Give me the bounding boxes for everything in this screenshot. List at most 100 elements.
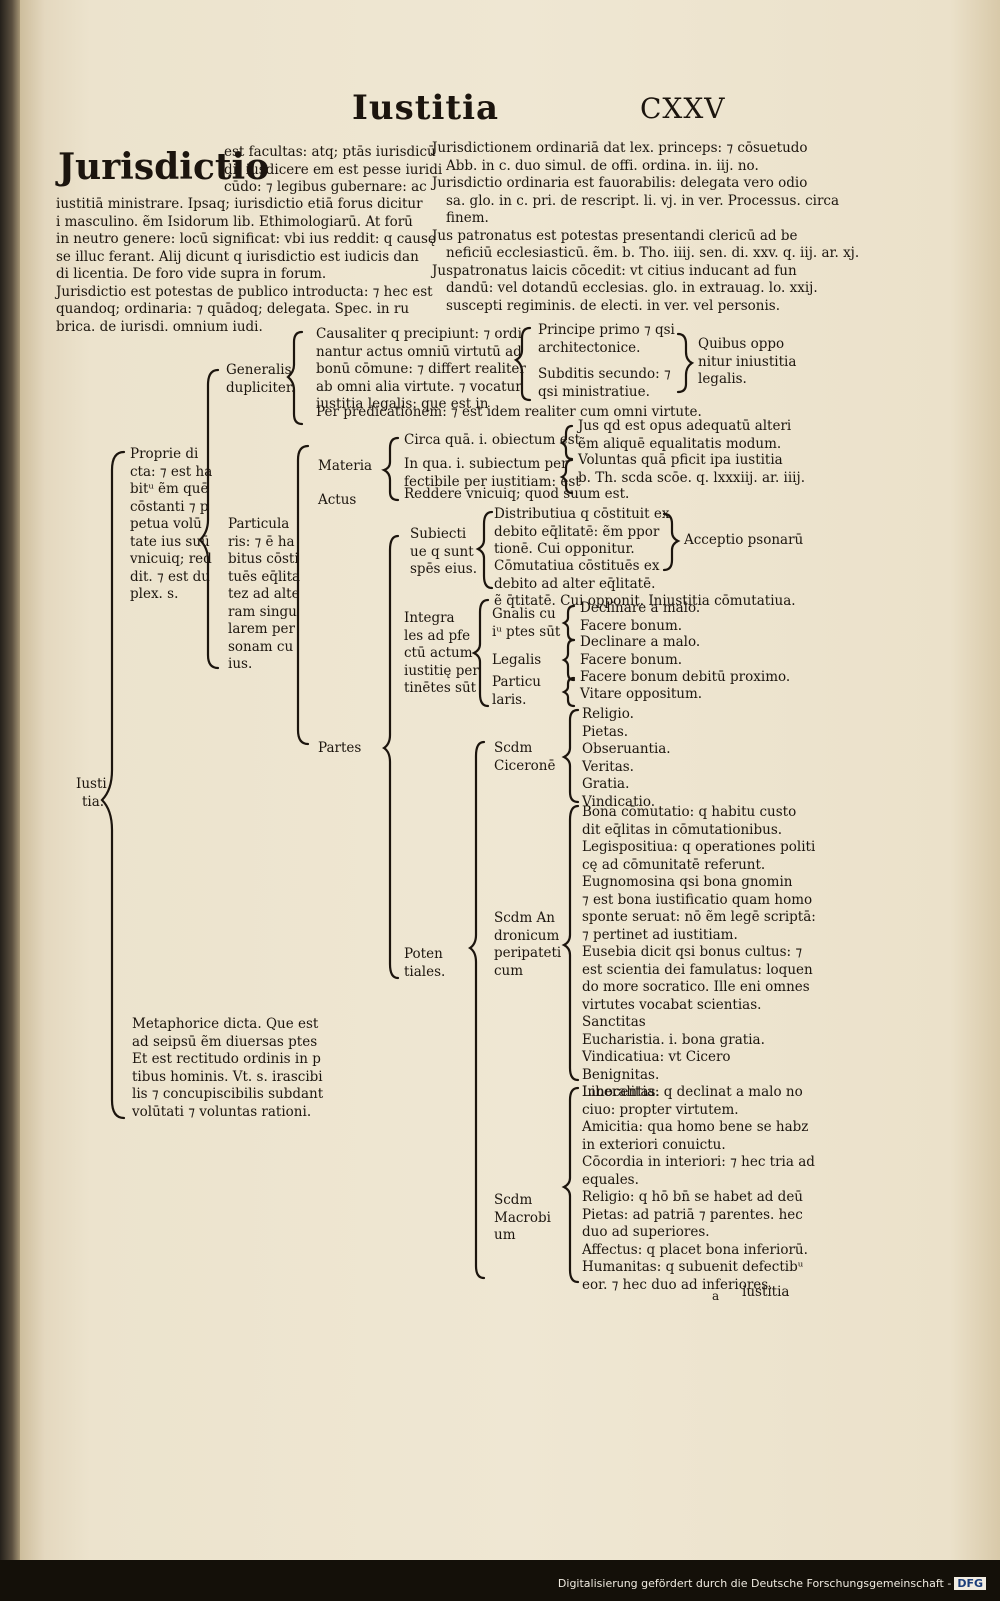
text-line: quandoq; ordinaria: ⁊ quādoq; delegata. … (56, 301, 410, 317)
node-causaliter: Causaliter q precipiunt: ⁊ ordi nantur a… (316, 326, 526, 414)
text-line: Generalis (226, 362, 292, 378)
list-item: eor. ⁊ hec duo ad inferiores. (582, 1276, 773, 1293)
text-line: iᵘ ptes sūt (492, 623, 561, 640)
node-macrobius-items: Innocentia: q declinat a malo no ciuo: p… (582, 1084, 815, 1294)
footer-credit: Digitalisierung gefördert durch die Deut… (558, 1577, 986, 1590)
list-item: Liberalitas. (582, 1084, 660, 1100)
text-line: finem. (446, 210, 489, 226)
list-item: Vitare oppositum. (580, 686, 703, 702)
node-actus: Actus (318, 492, 357, 508)
text-line: dronicum (494, 927, 560, 944)
text-line: Iusti (76, 776, 107, 792)
node-potentiales: Poten tiales. (404, 946, 445, 981)
list-item: Religio. (582, 706, 634, 722)
footer-bar (0, 1560, 1000, 1601)
text-line: b. Th. scda scōe. q. lxxxiij. ar. iiij. (578, 469, 805, 486)
list-item: virtutes vocabat scientias. (582, 996, 762, 1013)
node-generalis-cui: Gnalis cu iᵘ ptes sūt (492, 606, 560, 641)
list-item: Cōcordia in interiori: ⁊ hec tria ad (582, 1154, 815, 1170)
text-line: tez ad alte (228, 586, 300, 602)
text-line: cōstanti ⁊ p (130, 498, 209, 515)
dfg-logo: DFG (954, 1577, 986, 1590)
text-line: tibus hominis. Vt. s. irascibi (132, 1068, 323, 1085)
list-item: est scientia dei famulatus: loquen (582, 961, 813, 978)
text-line: debito ad alter eq̄litatē. (494, 575, 656, 592)
list-item: Veritas. (582, 758, 634, 775)
text-line: Jus qd est opus adequatū alteri (578, 418, 792, 434)
list-item: Amicitia: qua homo bene se habz (582, 1119, 809, 1135)
node-per-predicationem: Per predicationem: ⁊ est idem realiter c… (316, 404, 702, 420)
list-item: sponte seruat: nō ẽm legē scriptā: (582, 909, 816, 925)
text-line: spēs eius. (410, 561, 477, 577)
text-line: cta: ⁊ est ha (130, 463, 213, 480)
text-line: Et est rectitudo ordinis in p (132, 1051, 321, 1067)
text-line: Quibus oppo (698, 336, 785, 352)
text-line: Ciceronē (494, 757, 556, 774)
text-line: bitus cōsti (228, 551, 299, 567)
text-line: est facultas: atq; ptās iurisdicū (224, 144, 436, 160)
text-line: Distributiua q cōstituit ex (494, 506, 670, 522)
text-line: ad seipsū ẽm diuersas ptes (132, 1033, 318, 1050)
text-line: Juspatronatus laicis cōcedit: vt citius … (432, 262, 797, 279)
text-line: tinētes sūt (404, 680, 477, 696)
text-line: Integra (404, 610, 455, 626)
book-page (20, 0, 1000, 1560)
node-metaphorice: Metaphorice dicta. Que est ad seipsū ẽm … (132, 1016, 323, 1121)
text-line: bonū cōmune: ⁊ differt realiter (316, 361, 526, 377)
node-acceptio: Acceptio psonarū (684, 532, 804, 548)
node-quibus: Quibus oppo nitur iniustitia legalis. (698, 336, 796, 389)
text-line: tionē. Cui opponitur. (494, 541, 635, 557)
folio-number: CXXV (640, 92, 726, 125)
node-distributiua: Distributiua q cōstituit ex debito eq̄li… (494, 506, 669, 559)
text-line: cūdo: ⁊ legibus gubernare: ac (224, 179, 427, 195)
list-item: Gratia. (582, 776, 630, 792)
text-line: um (494, 1227, 516, 1243)
node-particularis: Particula ris: ⁊ ē ha bitus cōsti tuēs e… (228, 516, 300, 674)
text-line: Macrobi (494, 1209, 551, 1226)
text-line: dupliciter. (226, 379, 296, 396)
text-line: tia. (82, 793, 105, 810)
list-item: Eugnomosina qsi bona gnomin (582, 874, 793, 890)
text-line: Scdm (494, 1192, 533, 1208)
text-line: Metaphorice dicta. Que est (132, 1016, 319, 1032)
node-proprie: Proprie di cta: ⁊ est ha bitᵘ ẽm quē cōs… (130, 446, 212, 604)
list-item: Pietas. (582, 723, 629, 740)
text-line: Jurisdictionem ordinariā dat lex. prince… (432, 140, 808, 156)
text-line: ue q sunt (410, 543, 474, 560)
text-line: legalis. (698, 371, 747, 387)
node-scdm-andronicum: Scdm An dronicum peripateti cum (494, 910, 561, 980)
list-item: Vindicatiua: vt Cicero (582, 1049, 731, 1065)
text-line: les ad pfe (404, 627, 471, 644)
text-line: lis ⁊ concupiscibilis subdant (132, 1086, 324, 1102)
signature-mark: a (712, 1289, 720, 1303)
text-line: suscepti regiminis. de electi. in ver. v… (446, 297, 780, 314)
text-line: petua volū (130, 516, 202, 532)
list-item: Humanitas: q subuenit defectibᵘ (582, 1259, 804, 1275)
list-item: Facere bonum. (580, 651, 683, 668)
catchword: iustitia (742, 1284, 790, 1300)
text-line: tate ius suū (130, 533, 210, 550)
list-item: Obseruantia. (582, 741, 671, 757)
text-line: Scdm (494, 740, 533, 756)
list-item: Sanctitas (582, 1014, 646, 1030)
list-item: ⁊ est bona iustificatio quam homo (582, 891, 813, 908)
list-item: Declinare a malo. (580, 634, 701, 650)
node-scdm-macrobium: Scdm Macrobi um (494, 1192, 551, 1245)
text-line: ram singu (228, 603, 297, 620)
node-legalis: Legalis (492, 652, 542, 668)
text-line: plex. s. (130, 586, 179, 602)
list-item: do more socratico. Ille eni omnes (582, 979, 810, 995)
text-line: nantur actus omniū virtutū ad (316, 343, 522, 360)
text-line: sa. glo. in c. pri. de rescript. li. vj.… (446, 192, 840, 209)
list-item: Declinare a malo. (580, 600, 701, 616)
text-line: ctū actum (404, 645, 473, 661)
text-line: Jurisdictio ordinaria est fauorabilis: d… (432, 175, 808, 191)
text-line: Principe primo ⁊ qsi (538, 322, 675, 338)
node-comutatiua: Cōmutatiua cōstituēs ex debito ad alter … (494, 558, 796, 611)
text-line: ris: ⁊ ē ha (228, 533, 295, 550)
node-generalis-items: Declinare a malo. Facere bonum. (580, 600, 700, 635)
list-item: ciuo: propter virtutem. (582, 1101, 739, 1118)
text-line: volūtati ⁊ voluntas rationi. (132, 1103, 312, 1120)
text-line: Particula (228, 516, 290, 532)
node-subiectiue: Subiecti ue q sunt spēs eius. (410, 526, 477, 579)
